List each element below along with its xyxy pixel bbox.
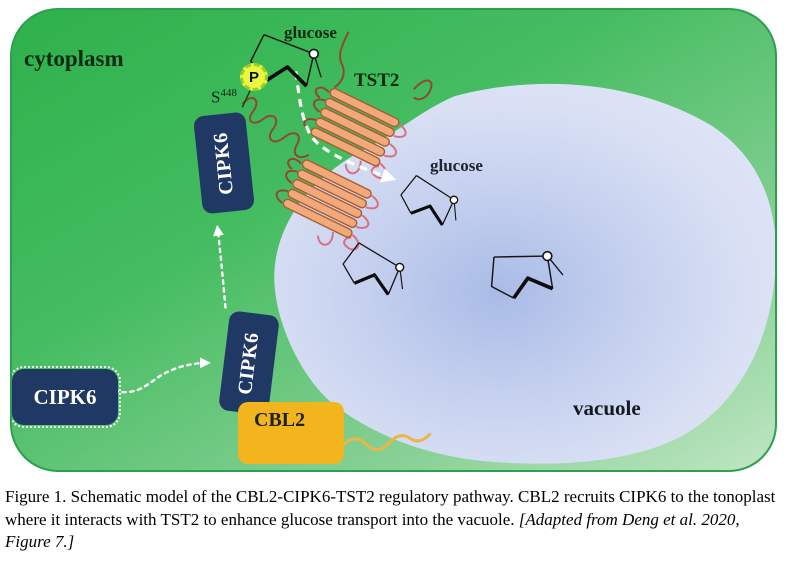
glucose-transport-arrow xyxy=(294,71,397,183)
cytoplasm-label: cytoplasm xyxy=(24,46,124,71)
cbl2-label: CBL2 xyxy=(254,409,306,431)
vacuole-body xyxy=(274,83,775,464)
cipk6-recruitment-arrow xyxy=(113,357,211,394)
cbl2-membrane-tail xyxy=(340,432,432,452)
tst2-loop-to-glucose xyxy=(333,31,350,89)
cbl2-box: CBL2 xyxy=(238,402,344,464)
cipk6-membrane-box: CIPK6 xyxy=(193,111,255,215)
glucose-label-cytoplasm: glucose xyxy=(284,23,337,42)
phospho-position: 448 xyxy=(220,87,237,99)
cipk6-free-label: CIPK6 xyxy=(33,384,97,409)
cipk6-recruited-label: CIPK6 xyxy=(233,330,264,396)
caption-text: Figure 1. Schematic model of the CBL2-CI… xyxy=(5,487,776,529)
tst2-label: TST2 xyxy=(354,70,400,91)
caption-attribution: [Adapted from Deng et al. 2020, Figure 7… xyxy=(5,509,740,552)
cipk6-membrane-label: CIPK6 xyxy=(209,130,238,196)
cytoplasm-panel: cytoplasm glucose TST2 S448 glucose vacu… xyxy=(10,8,777,472)
pathway-drawing xyxy=(113,31,775,464)
phosphate-badge-icon: P xyxy=(240,63,268,91)
phospho-residue: S xyxy=(211,87,221,107)
cipk6-translocation-arrow xyxy=(213,224,227,309)
phospho-site-label: S448 xyxy=(211,87,237,108)
figure-caption: Figure 1. Schematic model of the CBL2-CI… xyxy=(5,486,787,554)
vacuole-label: vacuole xyxy=(573,396,641,420)
glucose-label-vacuole: glucose xyxy=(430,156,483,175)
tst2-n-terminal-loop xyxy=(241,97,310,159)
cipk6-free-box: CIPK6 xyxy=(12,366,121,428)
tst2-loop-right xyxy=(413,79,433,101)
phospho-connector xyxy=(241,89,251,108)
